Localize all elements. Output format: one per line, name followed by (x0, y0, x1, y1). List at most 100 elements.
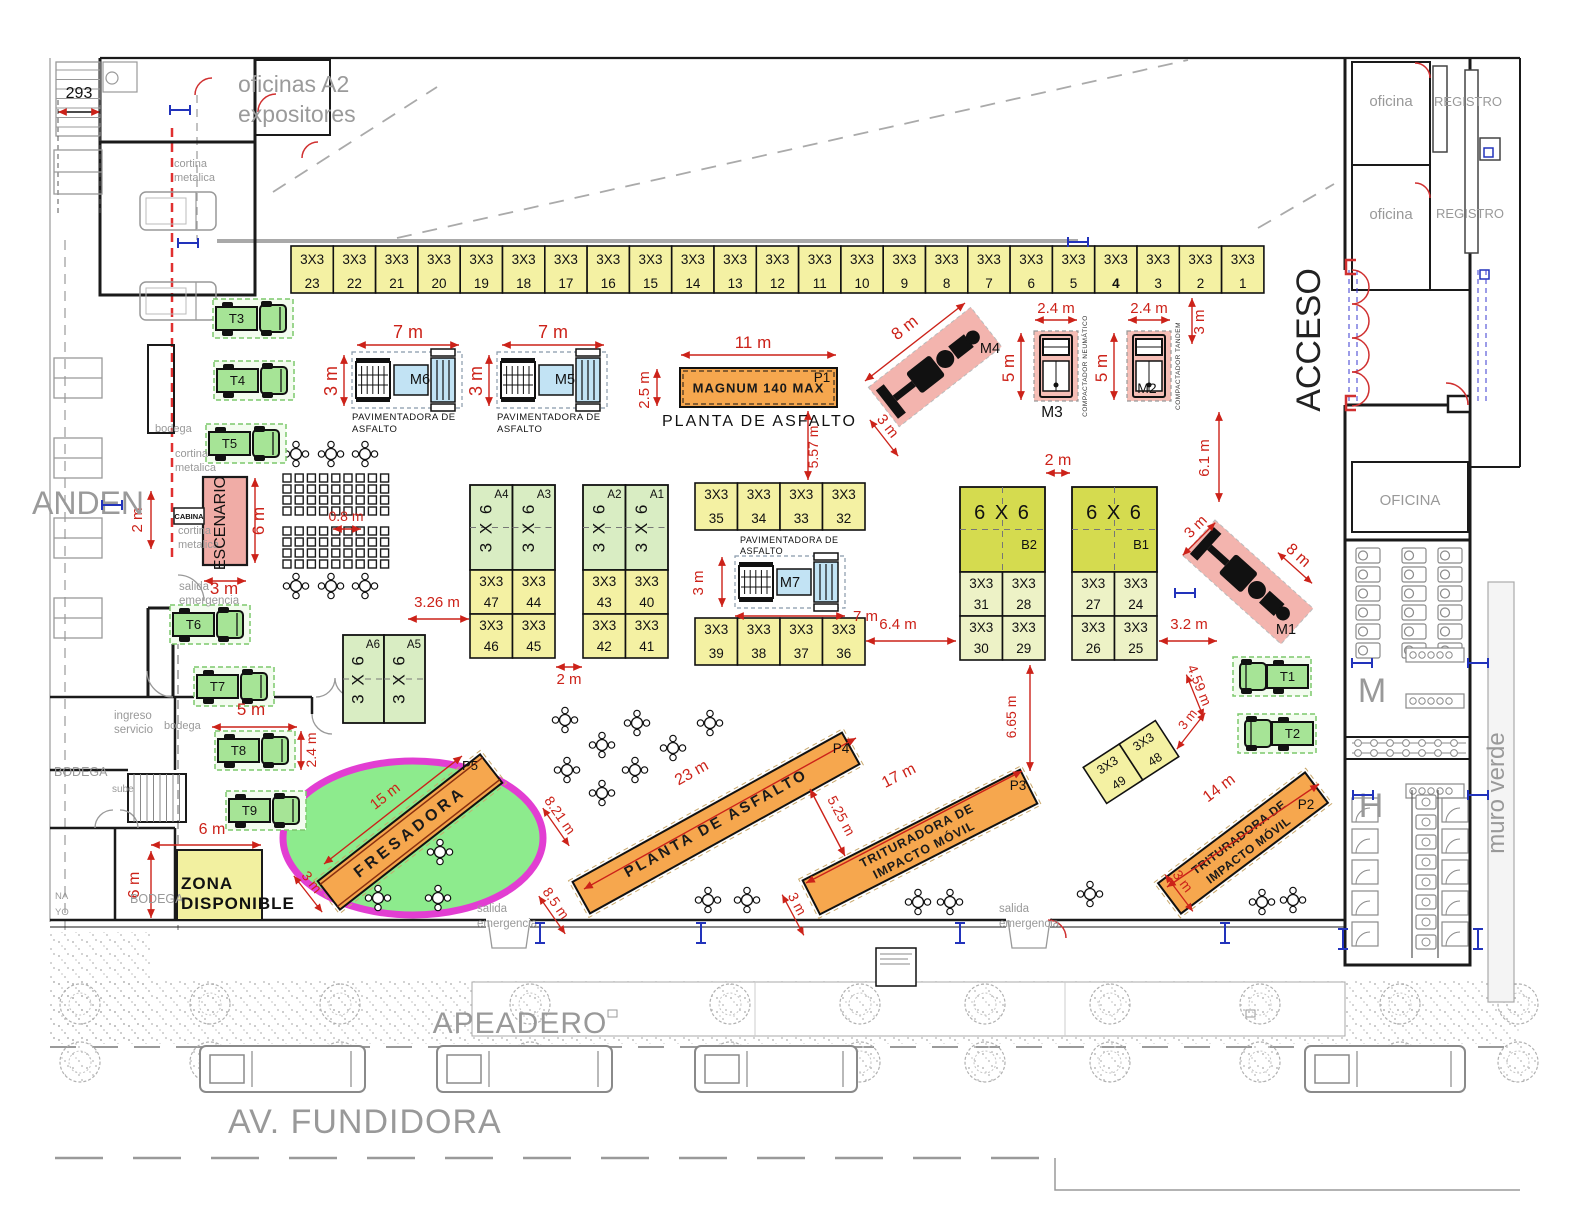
booth-number: 3 (1154, 276, 1162, 291)
tree (1379, 983, 1421, 1025)
band-label: MAGNUM 140 MAX (693, 381, 825, 396)
tree (59, 1041, 101, 1083)
dim-6m: 6 m (249, 478, 268, 563)
label-anden: ANDEN (32, 485, 144, 521)
survey-tick (1351, 658, 1373, 668)
label-zona-1: ZONA (181, 874, 233, 893)
registro-counter-1 (1432, 65, 1448, 153)
dim-3m: 3 m (1175, 706, 1206, 750)
survey-tick (101, 500, 123, 510)
label-registro-2: REGISTRO (1436, 206, 1504, 221)
gray-van-2-bed (145, 287, 187, 315)
label-salida-1: salida (179, 581, 210, 593)
tree (1239, 1041, 1281, 1083)
booth-number: 30 (974, 641, 989, 656)
dim-0.8m: 0.8 m (328, 508, 364, 533)
bus (199, 1045, 366, 1093)
label-oficinas-a2: oficinas A2 (238, 71, 349, 97)
oficina-rooms (1351, 61, 1431, 291)
table-symbol (623, 709, 651, 737)
booth-number: 49 (1109, 773, 1128, 792)
block-id-label: A1 (650, 489, 664, 501)
dim-3m: 3 m (466, 355, 493, 406)
booth-number: 43 (597, 595, 612, 610)
survey-tick (169, 105, 191, 115)
dim-text: 17 m (879, 760, 918, 791)
dim-text: 2.4 m (1130, 300, 1168, 317)
booth-number: 32 (836, 511, 851, 526)
booth-size-label: 3X3 (1012, 620, 1036, 635)
table-symbol (1076, 880, 1104, 908)
booth-size-label: 3X3 (635, 574, 659, 589)
label-compactador-neumatico: COMPACTADOR NEUMÁTICO (1080, 315, 1089, 417)
booth-number: 47 (484, 595, 499, 610)
label-cortina-3b: metalica (178, 539, 220, 551)
booth-number: 21 (389, 276, 404, 291)
booth-number: 35 (709, 511, 724, 526)
label-label-m1: M1 (1276, 622, 1296, 638)
booth-number: 25 (1128, 641, 1143, 656)
label-oficina-main: OFICINA (1380, 492, 1441, 509)
block-size-label: 3 X 6 (589, 503, 608, 553)
dim-293-ext (57, 100, 101, 215)
dim-6m: 6 m (126, 851, 155, 918)
table-symbol (553, 756, 581, 784)
dim-text: 2.5 m (636, 371, 653, 409)
dim-text: 5 m (237, 700, 265, 719)
muro-verde-strip (1487, 581, 1515, 1003)
booth-size-label: 3X3 (1081, 576, 1105, 591)
label-pav-m7-b: ASFALTO (740, 546, 783, 556)
truck-label: T8 (231, 743, 246, 758)
walls-layer (49, 56, 1521, 1003)
label-pav-m5-b: ASFALTO (497, 424, 542, 435)
dim-6m: 6 m (151, 821, 261, 849)
truck-T6: T6 (169, 604, 251, 645)
booth-number: 26 (1086, 641, 1101, 656)
compactor-M3 (1033, 330, 1079, 402)
dim-text: 2 m (1045, 452, 1072, 469)
bus (436, 1045, 613, 1093)
dim-7m: 7 m (357, 322, 459, 349)
dim-text: 6.1 m (1196, 439, 1213, 477)
tree (1089, 983, 1131, 1025)
dim-3.26m: 3.26 m (408, 594, 469, 623)
label-servicio: servicio (114, 724, 153, 736)
booth-size-label: 3X3 (704, 487, 728, 502)
label-bodega-small-2: bodega (164, 720, 202, 732)
chair-grid (282, 526, 390, 569)
right-building-walls (1343, 58, 1472, 967)
booth-size-label: 3X3 (789, 622, 813, 637)
dim-text: 2.4 m (303, 732, 319, 767)
topleft-bath (102, 61, 138, 93)
booth-cell-35: 3X3 35 (694, 482, 739, 531)
labels-layer: oficinas A2expositorescortinametalicacor… (32, 71, 1510, 1141)
label-pav-m6-a: PAVIMENTADORA DE (352, 412, 456, 423)
label-cortina-1a: cortina (174, 158, 208, 170)
booth-number: 12 (770, 276, 785, 291)
label-expositores: expositores (238, 101, 356, 127)
dim-2.4m: 2.4 m (1035, 300, 1077, 324)
booth-size-label: 3X3 (935, 252, 959, 267)
table-symbol (317, 440, 345, 468)
legend-box (875, 947, 917, 987)
label-bodega-small-1: bodega (155, 423, 193, 435)
booth-number: 23 (305, 276, 320, 291)
table-symbol (694, 886, 722, 914)
label-label-m2: M2 (1137, 380, 1157, 396)
tree (1239, 983, 1281, 1025)
booth-number: 34 (751, 511, 767, 526)
survey-tick (1220, 922, 1230, 944)
booth-number: 22 (347, 276, 362, 291)
booth-number: 44 (526, 595, 542, 610)
truck-label: T1 (1280, 669, 1295, 684)
band-P1: MAGNUM 140 MAX (679, 367, 838, 408)
dim-text: 4.59 m (1184, 662, 1215, 708)
